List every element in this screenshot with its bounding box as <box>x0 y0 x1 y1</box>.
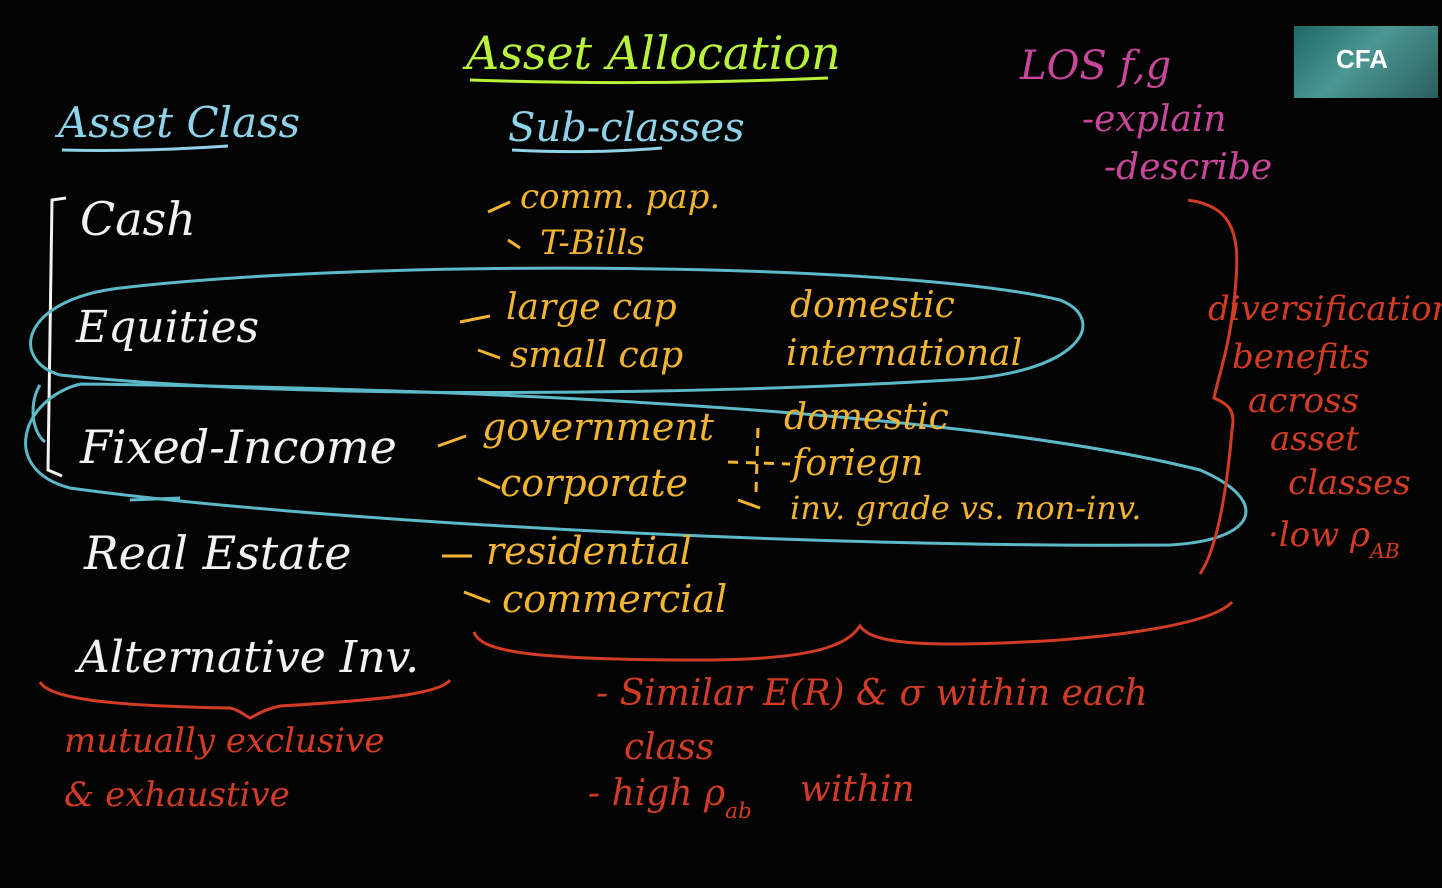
subclass-international: international <box>786 333 1023 374</box>
asset-class-fixed-income: Fixed-Income <box>80 420 397 474</box>
right-note-low-rho: ·low ρAB <box>1268 518 1400 562</box>
asset-bracket <box>46 196 67 478</box>
right-note-low-text: ·low ρ <box>1268 515 1371 555</box>
asset-class-alternative: Alternative Inv. <box>78 632 420 683</box>
asset-class-header: Asset Class <box>58 98 301 147</box>
subclass-large-cap: large cap <box>506 287 677 328</box>
subclass-corporate: corporate <box>500 461 689 505</box>
subclass-comm-pap: comm. pap. <box>520 177 721 217</box>
subclass-commercial: commercial <box>502 577 728 621</box>
subclass-domestic-equity: domestic <box>790 285 955 326</box>
los-item-describe: -describe <box>1104 147 1273 188</box>
title-underline <box>469 76 829 85</box>
sub-classes-underline <box>511 146 663 154</box>
page-title: Asset Allocation <box>466 26 841 80</box>
subclass-foreign: foriegn <box>792 443 924 484</box>
fixed-income-oval <box>24 382 1248 547</box>
los-item-explain: -explain <box>1082 99 1227 140</box>
asset-class-equities: Equities <box>76 302 260 353</box>
asset-class-real-estate: Real Estate <box>84 526 352 580</box>
cfa-logo-text: CFA <box>1336 44 1388 74</box>
note-high-text: - high ρ <box>588 773 726 814</box>
note-exhaustive: & exhaustive <box>64 775 290 815</box>
fixed-income-oval-tick <box>129 496 181 502</box>
right-note-diversification: diversification <box>1208 289 1442 329</box>
right-brace <box>1187 198 1239 575</box>
asset-class-brace <box>38 678 452 720</box>
subclass-residential: residential <box>486 529 692 573</box>
subclass-government: government <box>482 405 715 449</box>
asset-class-cash: Cash <box>80 192 196 246</box>
note-high-rho: - high ρab <box>588 776 752 823</box>
subclass-domestic-bond: domestic <box>784 397 949 438</box>
note-within: within <box>800 769 915 810</box>
asset-class-underline <box>61 144 229 152</box>
right-note-asset: asset <box>1270 419 1359 459</box>
right-note-low-subscript: AB <box>1370 539 1400 564</box>
right-note-across: across <box>1248 381 1359 421</box>
note-similar: - Similar E(R) & σ within each <box>596 673 1148 714</box>
subclasses-brace <box>472 600 1234 662</box>
note-mutually-exclusive: mutually exclusive <box>64 721 385 761</box>
equities-oval <box>29 266 1085 394</box>
subclass-small-cap: small cap <box>510 335 684 376</box>
subclass-inv-grade: inv. grade vs. non-inv. <box>790 489 1142 527</box>
right-note-classes: classes <box>1288 463 1411 503</box>
note-class: class <box>624 727 715 768</box>
subclass-t-bills: T-Bills <box>540 223 645 263</box>
note-high-subscript: ab <box>725 798 752 824</box>
los-label: LOS f,g <box>1020 43 1172 89</box>
right-note-benefits: benefits <box>1232 337 1370 377</box>
cfa-logo <box>1294 26 1438 98</box>
sub-classes-header: Sub-classes <box>508 105 745 151</box>
